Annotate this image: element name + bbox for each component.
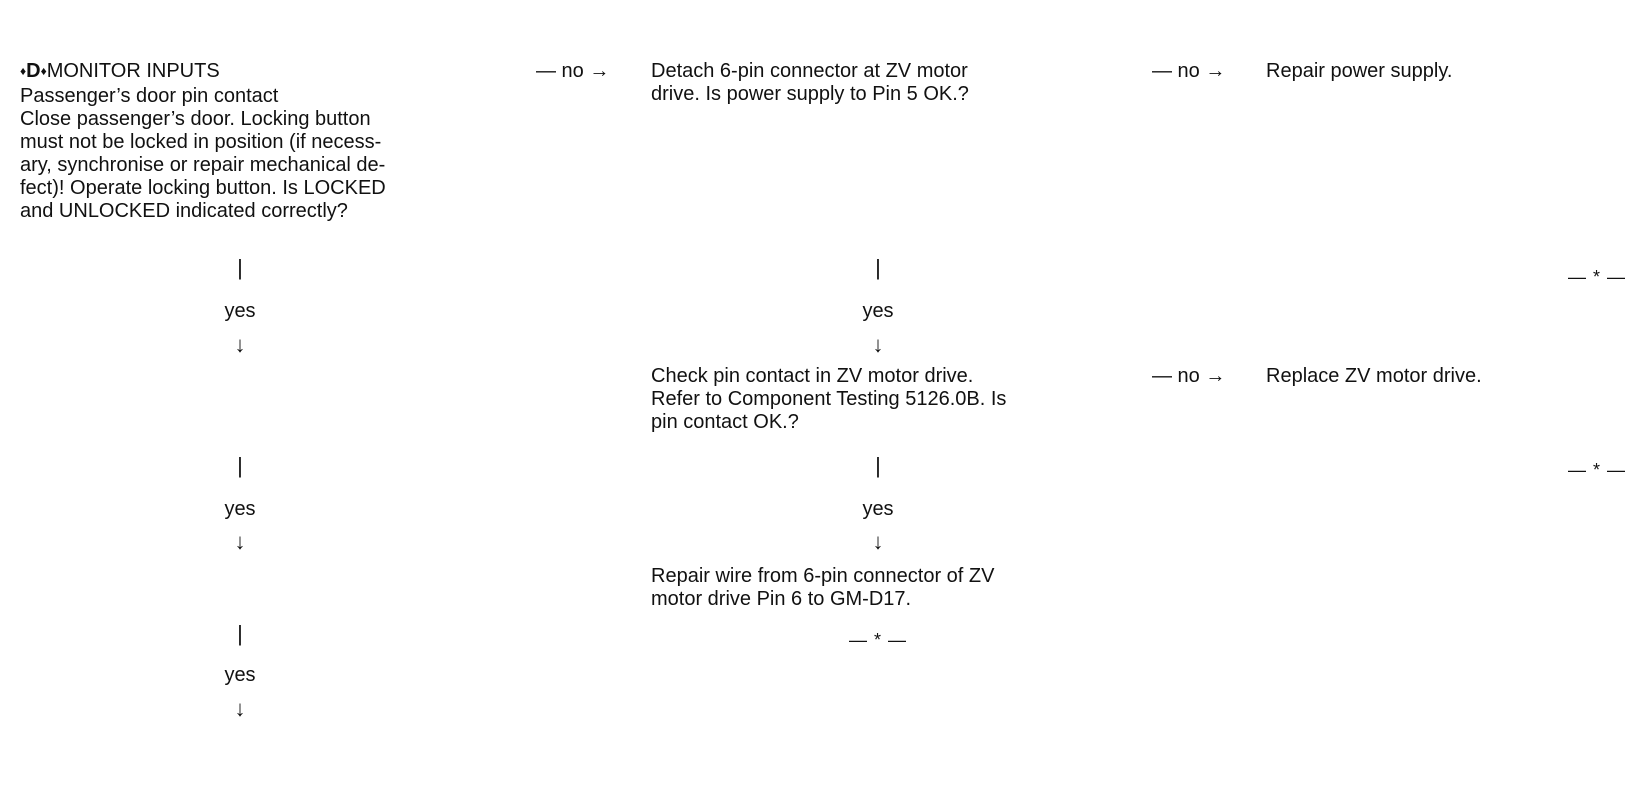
step-repair-wire-box: Repair wire from 6-pin connector of ZV m…: [651, 565, 994, 611]
step-check-line: Check pin contact in ZV motor drive.: [651, 365, 974, 387]
down-arrow-icon: ↓: [234, 332, 246, 357]
step-check-box: Check pin contact in ZV motor drive. Ref…: [651, 365, 1006, 434]
connector-bar: |: [237, 621, 243, 646]
step-check-line: Refer to Component Testing 5126.0B. Is: [651, 388, 1007, 410]
step-d-line: fect)! Operate locking button. Is LOCKED: [20, 177, 386, 199]
step-repair-wire-line: motor drive Pin 6 to GM-D17.: [651, 588, 912, 610]
diamond-icon: ♦: [20, 64, 27, 78]
step-d-heading: ♦D♦MONITOR INPUTS: [20, 60, 386, 85]
down-arrow-icon: ↓: [872, 332, 884, 357]
end-mark: — * —: [848, 630, 907, 650]
step-d-line: and UNLOCKED indicated correctly?: [20, 200, 348, 222]
yes-label: yes: [862, 300, 894, 322]
diamond-icon: ♦: [40, 64, 47, 78]
no-arrow: — no →: [1152, 60, 1226, 82]
step-repair-wire-line: Repair wire from 6-pin connector of ZV: [651, 565, 995, 587]
connector-bar: |: [237, 255, 243, 280]
no-arrow: — no →: [536, 60, 610, 82]
replace-motor-text: Replace ZV motor drive.: [1266, 365, 1482, 387]
step-check-line: pin contact OK.?: [651, 411, 799, 433]
step-d-box: ♦D♦MONITOR INPUTS Passenger’s door pin c…: [20, 60, 386, 223]
yes-label: yes: [224, 664, 256, 686]
end-mark: — * —: [1568, 267, 1627, 287]
down-arrow-icon: ↓: [872, 529, 884, 554]
step-d-line: ary, synchronise or repair mechanical de…: [20, 154, 386, 176]
step-d-line: Close passenger’s door. Locking button: [20, 108, 371, 130]
yes-label: yes: [224, 498, 256, 520]
connector-bar: |: [237, 453, 243, 478]
end-mark: — * —: [1568, 460, 1627, 480]
step-d-letter: D: [26, 60, 41, 82]
down-arrow-icon: ↓: [234, 529, 246, 554]
step-detach-line: drive. Is power supply to Pin 5 OK.?: [651, 83, 969, 105]
no-arrow: — no →: [1152, 365, 1226, 387]
down-arrow-icon: ↓: [234, 696, 246, 721]
repair-power-supply-text: Repair power supply.: [1266, 60, 1453, 82]
step-detach-line: Detach 6-pin connector at ZV motor: [651, 60, 968, 82]
connector-bar: |: [875, 453, 881, 478]
step-d-line: Passenger’s door pin contact: [20, 85, 279, 107]
step-d-title: MONITOR INPUTS: [46, 60, 220, 82]
yes-label: yes: [862, 498, 894, 520]
step-d-line: must not be locked in position (if neces…: [20, 131, 382, 153]
connector-bar: |: [875, 255, 881, 280]
step-detach-box: Detach 6-pin connector at ZV motor drive…: [651, 60, 969, 106]
yes-label: yes: [224, 300, 256, 322]
